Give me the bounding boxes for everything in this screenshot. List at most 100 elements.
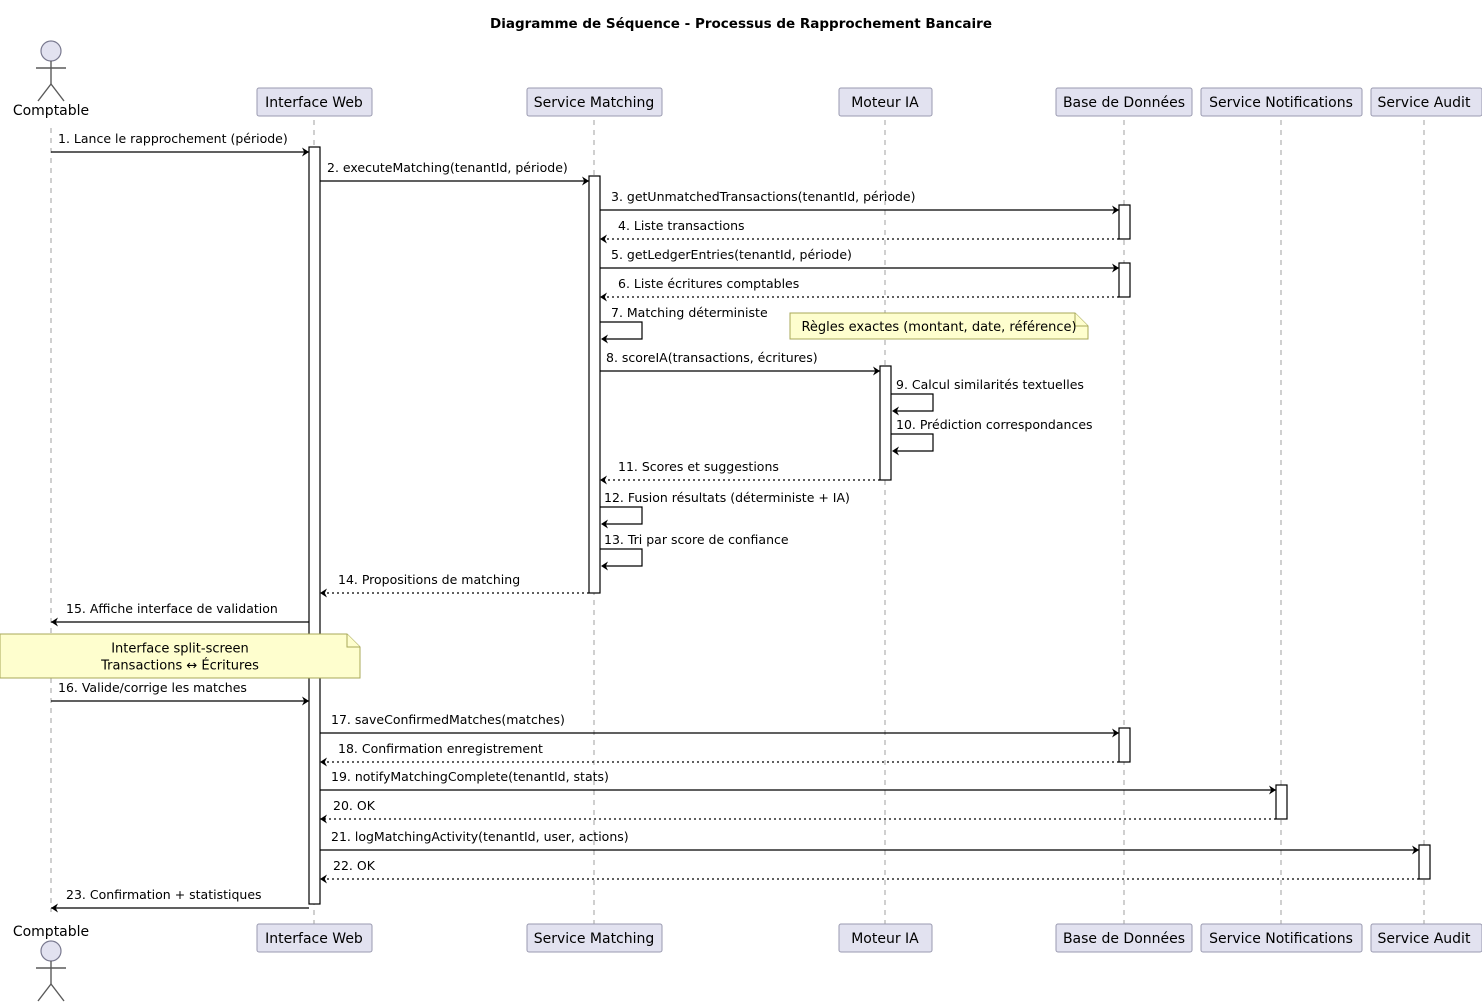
message-15[interactable]: 15. Affiche interface de validation <box>51 601 309 627</box>
participant-label-base-de-donnees: Base de Données <box>1063 931 1185 947</box>
participant-box[interactable] <box>256 87 373 117</box>
message-label-9: 9. Calcul similarités textuelles <box>896 377 1084 392</box>
participant-label-service-matching: Service Matching <box>534 95 655 111</box>
message-label-23: 23. Confirmation + statistiques <box>66 887 262 902</box>
participant-base-de-donnees-header[interactable]: Base de Données <box>1055 87 1193 117</box>
message-6[interactable]: 6. Liste écritures comptables <box>600 276 1119 302</box>
note-fold-icon <box>346 634 360 648</box>
actor-leg-left-icon <box>37 83 52 102</box>
participant-label-service-audit: Service Audit <box>1378 931 1471 947</box>
participant-base-de-donnees-footer[interactable]: Base de Données <box>1055 923 1193 953</box>
activation-bar-act-notifications-1 <box>1275 784 1288 820</box>
arrow-head-icon <box>1112 205 1119 215</box>
message-label-5: 5. getLedgerEntries(tenantId, période) <box>611 247 852 262</box>
message-16[interactable]: 16. Valide/corrige les matches <box>51 680 309 706</box>
message-label-16: 16. Valide/corrige les matches <box>58 680 247 695</box>
self-call-path <box>600 506 643 525</box>
message-5[interactable]: 5. getLedgerEntries(tenantId, période) <box>600 247 1119 273</box>
self-call-path <box>600 321 643 340</box>
activation-bar-act-db-1 <box>1118 204 1131 240</box>
participant-box[interactable] <box>1370 923 1482 953</box>
note-text-line: Interface split-screen <box>111 642 249 657</box>
message-4[interactable]: 4. Liste transactions <box>600 218 1119 244</box>
message-22[interactable]: 22. OK <box>320 858 1419 884</box>
arrow-head-icon <box>601 519 608 529</box>
participant-label-interface-web: Interface Web <box>265 931 363 947</box>
note-body[interactable] <box>789 312 1089 340</box>
participant-moteur-ia-footer[interactable]: Moteur IA <box>838 923 933 953</box>
message-18[interactable]: 18. Confirmation enregistrement <box>320 741 1119 767</box>
participant-box[interactable] <box>1370 87 1482 117</box>
participant-service-audit-footer[interactable]: Service Audit <box>1370 923 1482 953</box>
message-7[interactable]: 7. Matching déterministe <box>600 305 768 344</box>
message-8[interactable]: 8. scoreIA(transactions, écritures) <box>600 350 880 376</box>
note-body[interactable] <box>0 633 361 679</box>
participant-service-notifications-header[interactable]: Service Notifications <box>1200 87 1363 117</box>
message-9[interactable]: 9. Calcul similarités textuelles <box>891 377 1084 416</box>
participant-box[interactable] <box>256 923 373 953</box>
participant-interface-web-header[interactable]: Interface Web <box>256 87 373 117</box>
message-label-12: 12. Fusion résultats (déterministe + IA) <box>604 490 850 505</box>
participant-label-service-notifications: Service Notifications <box>1209 95 1353 111</box>
message-12[interactable]: 12. Fusion résultats (déterministe + IA) <box>600 490 850 529</box>
participant-box[interactable] <box>1200 87 1363 117</box>
arrow-head-icon <box>320 757 327 767</box>
diagram-title: Diagramme de Séquence - Processus de Rap… <box>490 16 992 32</box>
participant-moteur-ia-header[interactable]: Moteur IA <box>838 87 933 117</box>
participant-box[interactable] <box>1200 923 1363 953</box>
participant-box[interactable] <box>838 87 933 117</box>
message-23[interactable]: 23. Confirmation + statistiques <box>51 887 309 913</box>
actor-leg-right-icon <box>50 83 65 102</box>
arrow-head-icon <box>51 903 58 913</box>
activation-bar-act-moteur-ia-1 <box>879 365 892 481</box>
message-17[interactable]: 17. saveConfirmedMatches(matches) <box>320 712 1119 738</box>
arrow-head-icon <box>302 147 309 157</box>
note-text-line: Règles exactes (montant, date, référence… <box>801 320 1076 335</box>
message-13[interactable]: 13. Tri par score de confiance <box>600 532 789 571</box>
message-14[interactable]: 14. Propositions de matching <box>320 572 589 598</box>
participant-service-notifications-footer[interactable]: Service Notifications <box>1200 923 1363 953</box>
arrow-head-icon <box>1112 728 1119 738</box>
arrow-head-icon <box>601 561 608 571</box>
message-1[interactable]: 1. Lance le rapprochement (période) <box>51 131 309 157</box>
message-label-19: 19. notifyMatchingComplete(tenantId, sta… <box>331 769 609 784</box>
message-11[interactable]: 11. Scores et suggestions <box>600 459 880 485</box>
arrow-head-icon <box>600 234 607 244</box>
participant-label-base-de-donnees: Base de Données <box>1063 95 1185 111</box>
arrow-head-icon <box>1112 263 1119 273</box>
message-label-21: 21. logMatchingActivity(tenantId, user, … <box>331 829 629 844</box>
participant-box[interactable] <box>1055 923 1193 953</box>
participant-service-audit-header[interactable]: Service Audit <box>1370 87 1482 117</box>
message-label-4: 4. Liste transactions <box>618 218 745 233</box>
participant-label-moteur-ia: Moteur IA <box>851 931 919 947</box>
message-2[interactable]: 2. executeMatching(tenantId, période) <box>320 160 589 186</box>
arrow-head-icon <box>582 176 589 186</box>
message-20[interactable]: 20. OK <box>320 798 1276 824</box>
message-label-20: 20. OK <box>333 798 376 813</box>
participant-label-interface-web: Interface Web <box>265 95 363 111</box>
arrow-head-icon <box>892 446 899 456</box>
participant-interface-web-footer[interactable]: Interface Web <box>256 923 373 953</box>
message-label-1: 1. Lance le rapprochement (période) <box>58 131 288 146</box>
participant-service-matching-header[interactable]: Service Matching <box>526 87 663 117</box>
note-note-regles-exactes[interactable]: Règles exactes (montant, date, référence… <box>789 312 1089 340</box>
participant-service-matching-footer[interactable]: Service Matching <box>526 923 663 953</box>
message-label-22: 22. OK <box>333 858 376 873</box>
participant-box[interactable] <box>838 923 933 953</box>
participant-box[interactable] <box>526 923 663 953</box>
participant-label-service-matching: Service Matching <box>534 931 655 947</box>
participant-box[interactable] <box>1055 87 1193 117</box>
activation-bar-act-db-3 <box>1118 727 1131 763</box>
message-10[interactable]: 10. Prédiction correspondances <box>891 417 1093 456</box>
message-label-10: 10. Prédiction correspondances <box>896 417 1093 432</box>
message-21[interactable]: 21. logMatchingActivity(tenantId, user, … <box>320 829 1419 855</box>
participant-box[interactable] <box>526 87 663 117</box>
actor-leg-left-icon <box>37 983 52 1002</box>
message-label-6: 6. Liste écritures comptables <box>618 276 799 291</box>
message-19[interactable]: 19. notifyMatchingComplete(tenantId, sta… <box>320 769 1276 795</box>
arrow-head-icon <box>302 696 309 706</box>
self-call-path <box>891 433 934 452</box>
message-3[interactable]: 3. getUnmatchedTransactions(tenantId, pé… <box>600 189 1119 215</box>
